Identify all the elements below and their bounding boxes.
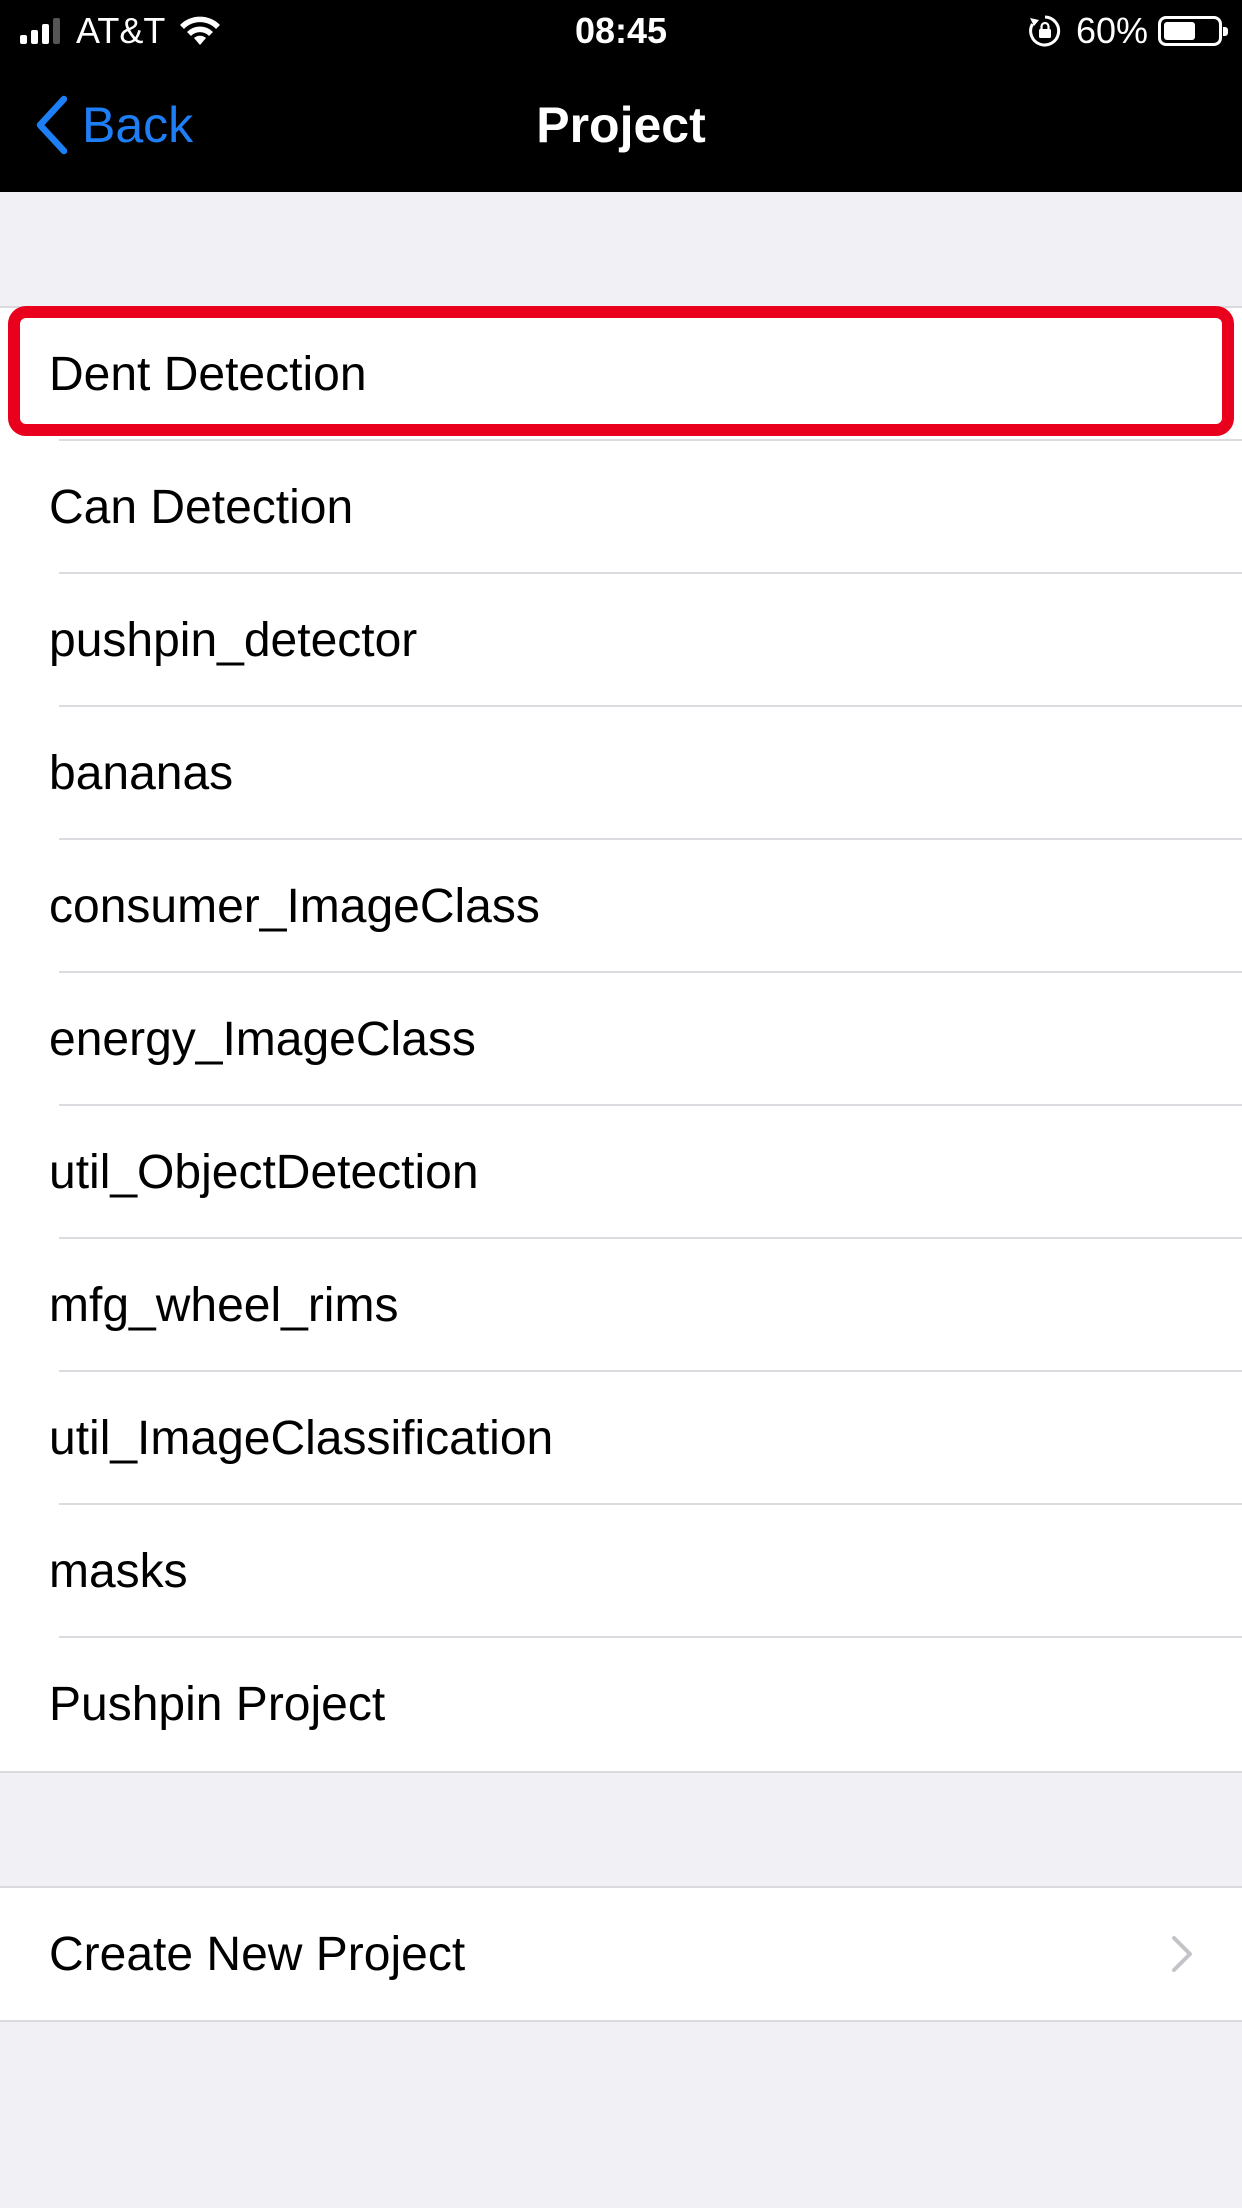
orientation-lock-icon — [1029, 15, 1061, 47]
project-row-pushpin-project[interactable]: Pushpin Project — [0, 1638, 1242, 1771]
create-project-label: Create New Project — [49, 1927, 466, 1981]
project-row-consumer-imageclass[interactable]: consumer_ImageClass — [0, 840, 1242, 973]
project-row-mfg-wheel-rims[interactable]: mfg_wheel_rims — [0, 1239, 1242, 1372]
signal-icon — [20, 18, 64, 44]
project-row-pushpin-detector[interactable]: pushpin_detector — [0, 574, 1242, 707]
project-label: consumer_ImageClass — [49, 880, 540, 933]
project-label: bananas — [49, 747, 234, 800]
project-label: masks — [49, 1545, 188, 1598]
project-label: Can Detection — [49, 481, 354, 534]
back-button[interactable]: Back — [34, 92, 193, 158]
project-row-util-imageclassification[interactable]: util_ImageClassification — [0, 1372, 1242, 1505]
project-label: Pushpin Project — [49, 1678, 386, 1731]
project-label: Dent Detection — [49, 348, 367, 401]
chevron-right-icon — [1172, 1936, 1192, 1972]
battery-fill — [1164, 22, 1196, 40]
project-row-dent-detection[interactable]: Dent Detection — [0, 308, 1242, 441]
create-project-group: Create New Project — [0, 1886, 1242, 2022]
project-row-util-objectdetection[interactable]: util_ObjectDetection — [0, 1106, 1242, 1239]
project-label: util_ObjectDetection — [49, 1146, 479, 1199]
project-row-bananas[interactable]: bananas — [0, 707, 1242, 840]
project-label: mfg_wheel_rims — [49, 1279, 399, 1332]
project-label: energy_ImageClass — [49, 1013, 476, 1066]
chevron-left-icon — [36, 95, 68, 155]
project-list: Dent Detection Can Detection pushpin_det… — [0, 306, 1242, 1773]
project-label: util_ImageClassification — [49, 1412, 554, 1465]
back-label: Back — [82, 97, 194, 153]
project-row-energy-imageclass[interactable]: energy_ImageClass — [0, 973, 1242, 1106]
status-bar: AT&T 08:45 60% — [0, 0, 1242, 62]
create-new-project-button[interactable]: Create New Project — [0, 1888, 1242, 2020]
wifi-icon — [180, 16, 221, 45]
carrier-label: AT&T — [76, 10, 166, 51]
navigation-bar: Back Project — [0, 62, 1242, 192]
project-row-masks[interactable]: masks — [0, 1505, 1242, 1638]
project-row-can-detection[interactable]: Can Detection — [0, 441, 1242, 574]
project-label: pushpin_detector — [49, 614, 418, 667]
battery-percent: 60% — [1075, 10, 1148, 51]
status-left: AT&T — [20, 8, 221, 54]
status-time: 08:45 — [574, 10, 668, 51]
battery-icon — [1158, 16, 1228, 46]
page-title: Project — [536, 97, 706, 153]
status-right: 60% — [1028, 8, 1228, 54]
